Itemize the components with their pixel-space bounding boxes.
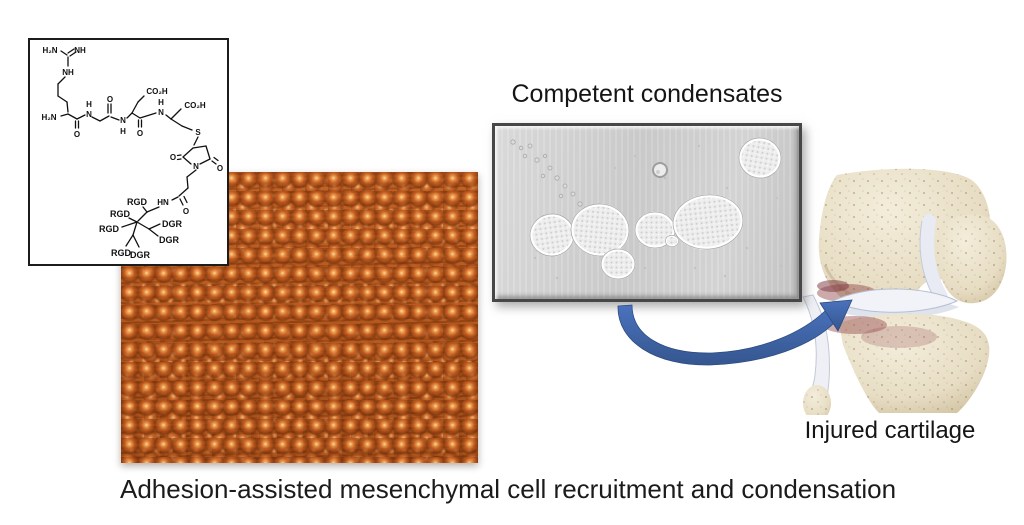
chemical-structure-drawing: H₂N NH NH H₂N O H N O N H CO₂H O H N CO₂… [41, 46, 223, 260]
rgd-label: RGD [111, 248, 132, 258]
condensates-blobs [510, 137, 783, 280]
chem-label: N [158, 108, 164, 117]
chem-label: O [137, 129, 143, 138]
chem-label: H [86, 100, 92, 109]
chem-label: HN [157, 198, 169, 207]
injured-cartilage-label: Injured cartilage [804, 417, 976, 444]
chem-label: N [193, 162, 199, 171]
lateral-condyle [936, 214, 1007, 304]
chem-label: N [120, 116, 126, 125]
chem-label: NH [74, 46, 86, 55]
chem-label: H₂N [42, 46, 57, 55]
chem-label: H [120, 127, 126, 136]
dgr-label: DGR [130, 250, 151, 260]
knee-joint-illustration [802, 168, 1007, 415]
tibia [839, 313, 990, 413]
condyle-cartilage [920, 214, 948, 304]
chem-label: S [195, 128, 201, 137]
chem-label: H₂N [41, 113, 56, 122]
condensates-micrograph [492, 123, 802, 302]
chem-label: O [170, 153, 176, 162]
chem-label: CO₂H [146, 87, 168, 96]
dgr-label: DGR [159, 235, 180, 245]
small-cell [652, 162, 668, 178]
rgd-peptide-structure-panel: H₂N NH NH H₂N O H N O N H CO₂H O H N CO₂… [28, 38, 229, 266]
chem-label: O [107, 95, 113, 104]
condensates-title: Competent condensates [511, 80, 783, 108]
meniscus-cartilage [831, 288, 959, 319]
rgd-label: RGD [99, 224, 120, 234]
chem-label: O [217, 164, 223, 173]
chem-label: O [183, 207, 189, 216]
rgd-label: RGD [110, 209, 131, 219]
chem-label: NH [62, 68, 74, 77]
rgd-label: RGD [127, 197, 148, 207]
condensate-blobs [529, 137, 782, 280]
figure-caption: Adhesion-assisted mesenchymal cell recru… [120, 474, 897, 504]
dgr-label: DGR [162, 219, 183, 229]
chem-label: O [74, 130, 80, 139]
chem-label: CO₂H [184, 101, 206, 110]
recruitment-arrow-icon [617, 299, 853, 366]
chem-label: H [158, 98, 164, 107]
chem-label: N [86, 110, 92, 119]
